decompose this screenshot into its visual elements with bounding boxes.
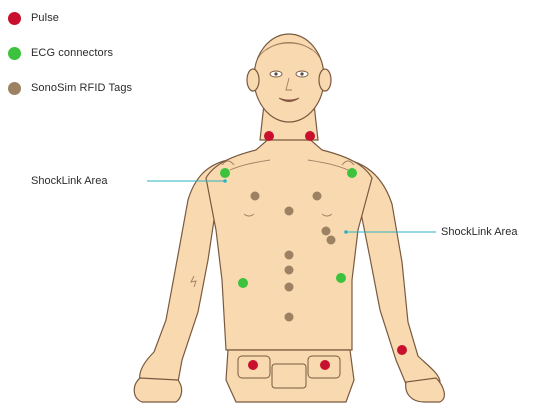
rfid-tag (251, 192, 260, 201)
rfid-tag (285, 251, 294, 260)
right-pupil (300, 72, 303, 75)
ecg-connector-lower-right (336, 273, 346, 283)
left-hand (134, 378, 181, 402)
rfid-tag (285, 207, 294, 216)
rfid-tag (327, 236, 336, 245)
rfid-tag (285, 313, 294, 322)
shocklink-area-label-left: ShockLink Area (31, 175, 107, 187)
rfid-tag (285, 283, 294, 292)
pulse-point-neck-right (305, 131, 315, 141)
callout-anchor-left (223, 179, 227, 183)
callout-anchor-right (344, 230, 348, 234)
ecg-connector-upper-right (347, 168, 357, 178)
right-ear (319, 69, 331, 91)
shocklink-area-label-right: ShockLink Area (441, 226, 517, 238)
pulse-point-femoral-right (320, 360, 330, 370)
ecg-connector-upper-left (220, 168, 230, 178)
pulse-point-wrist-right (397, 345, 407, 355)
rfid-tag (313, 192, 322, 201)
groin-strap (272, 364, 306, 388)
rfid-tag (285, 266, 294, 275)
pulse-point-femoral-left (248, 360, 258, 370)
right-hand (406, 378, 445, 402)
ecg-connector-lower-left (238, 278, 248, 288)
left-pupil (274, 72, 277, 75)
left-ear (247, 69, 259, 91)
pulse-point-neck-left (264, 131, 274, 141)
rfid-tag (322, 227, 331, 236)
